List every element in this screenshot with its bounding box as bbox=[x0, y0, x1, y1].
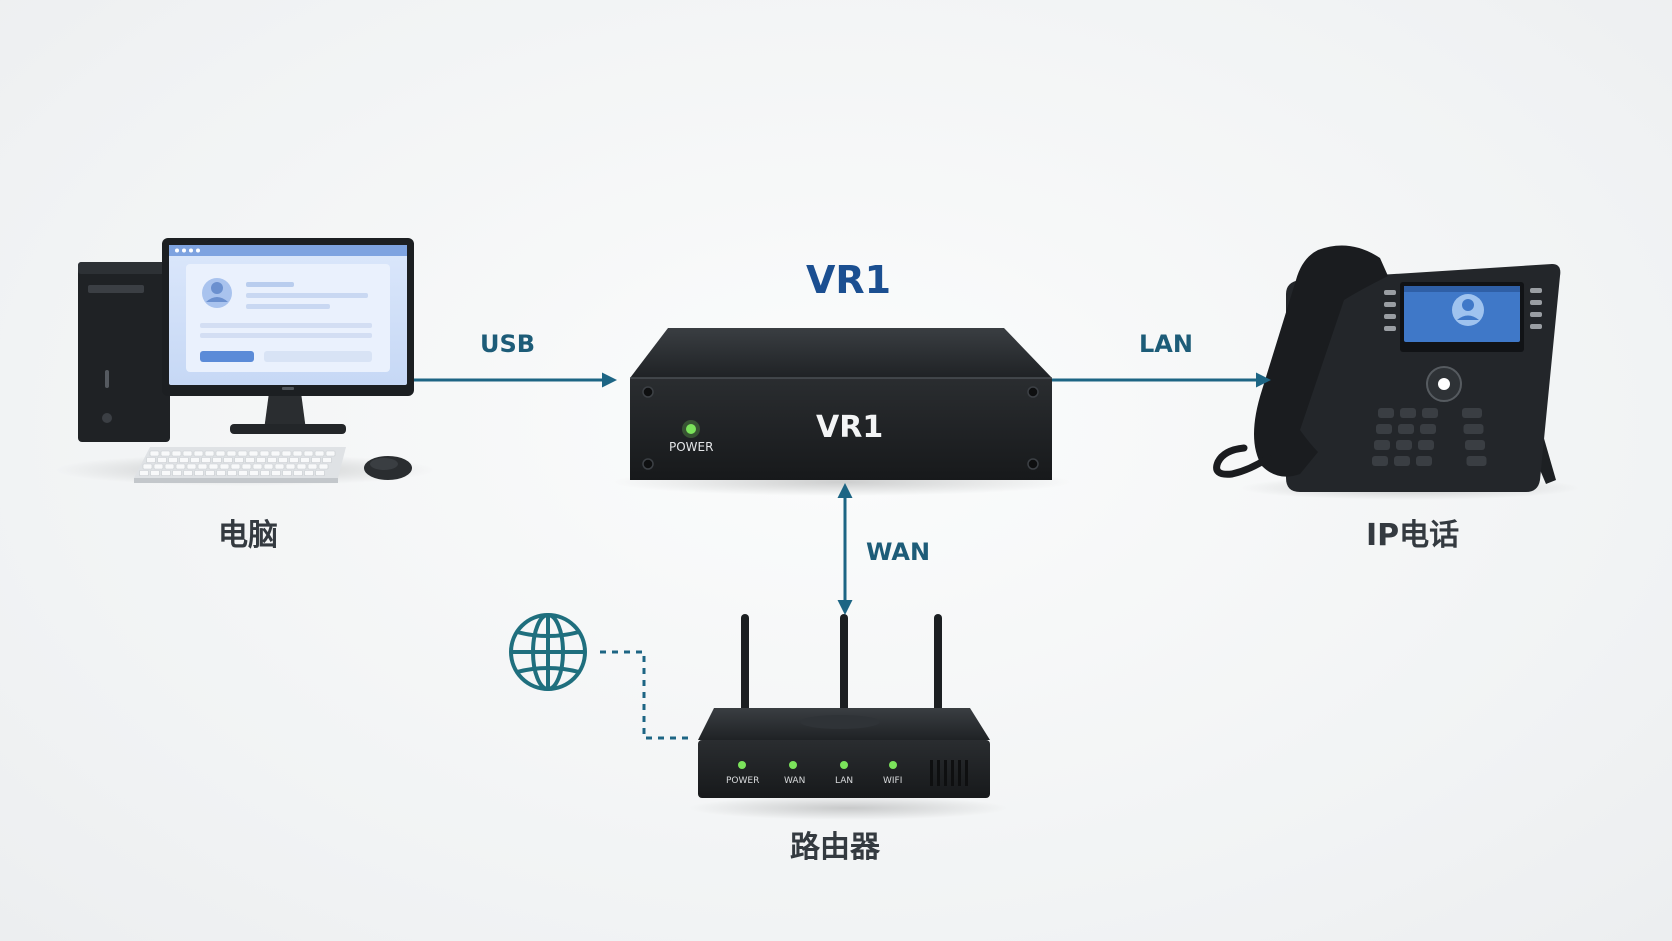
pc-tower bbox=[78, 262, 170, 442]
router-leds bbox=[738, 761, 897, 769]
vr1-device bbox=[612, 328, 1072, 496]
usb-link-label: USB bbox=[480, 330, 536, 358]
router-device bbox=[688, 614, 1008, 820]
pc-keyboard bbox=[134, 447, 346, 483]
ip-phone-device bbox=[1213, 245, 1580, 500]
router-led-label-power: POWER bbox=[726, 776, 760, 786]
computer-label: 电脑 bbox=[218, 518, 278, 553]
pc-monitor bbox=[162, 238, 414, 396]
router-led-label-wifi: WIFI bbox=[883, 776, 903, 786]
pc-mouse bbox=[364, 456, 412, 480]
diagram-title: VR1 bbox=[806, 258, 892, 302]
lan-link-label: LAN bbox=[1139, 330, 1193, 358]
globe-icon bbox=[509, 613, 587, 691]
ip-phone-label: IP电话 bbox=[1366, 518, 1460, 553]
router-led-label-wan: WAN bbox=[784, 776, 806, 786]
vr1-front-label: VR1 bbox=[816, 410, 884, 445]
internet-link bbox=[600, 650, 694, 740]
vr1-power-led bbox=[686, 424, 696, 434]
vr1-power-label: POWER bbox=[669, 440, 714, 454]
router-label: 路由器 bbox=[790, 830, 880, 865]
router-led-label-lan: LAN bbox=[835, 776, 854, 786]
computer-device bbox=[55, 238, 435, 486]
wan-link-label: WAN bbox=[866, 538, 931, 566]
